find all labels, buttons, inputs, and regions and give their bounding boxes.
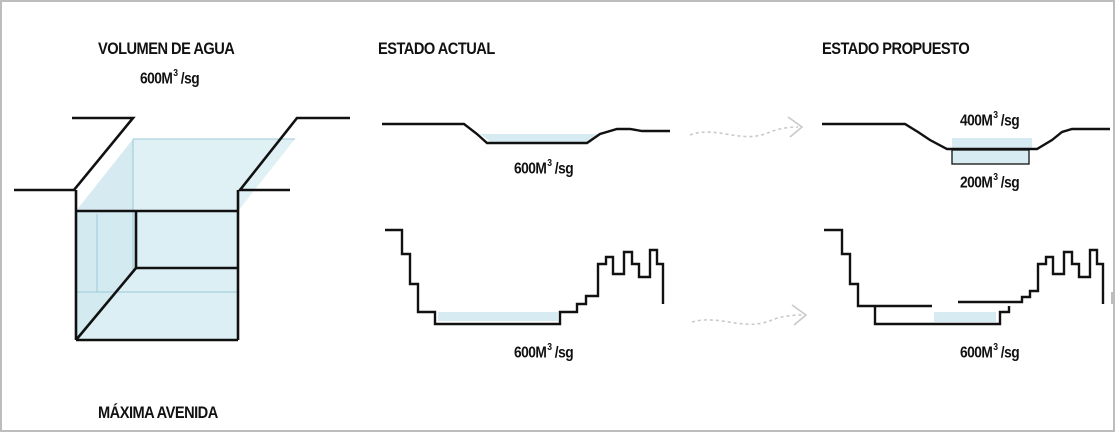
- current-bottom-flow-label: 600M3 /sg: [514, 342, 574, 362]
- volume-flow-label: 600M3 /sg: [140, 68, 200, 88]
- proposed-state-title: ESTADO PROPUESTO: [822, 39, 970, 58]
- proposed-top-profile: [822, 122, 1110, 151]
- proposed-bottom-profile-right: [958, 248, 1105, 304]
- proposed-top-water: [952, 138, 1032, 149]
- proposed-bottom-profile-left: [824, 228, 932, 308]
- current-state-title: ESTADO ACTUAL: [378, 39, 495, 58]
- proposed-bottom-section: [824, 228, 1105, 326]
- arrow-top-head: [787, 116, 804, 138]
- volume-title: VOLUMEN DE AGUA: [98, 39, 235, 58]
- arrow-top: [689, 126, 799, 138]
- transition-arrows: [689, 116, 808, 326]
- current-top-section: [382, 122, 670, 145]
- max-flood-title: MÁXIMA AVENIDA: [98, 403, 218, 422]
- proposed-bottom-flow-label: 600M3 /sg: [960, 342, 1020, 362]
- current-bottom-section: [385, 228, 665, 326]
- current-bottom-profile: [385, 228, 665, 326]
- arrow-bottom-head: [791, 304, 808, 326]
- proposed-bottom-lower-channel: [873, 306, 1011, 326]
- current-top-water: [480, 134, 600, 143]
- volume-box: [14, 116, 350, 342]
- arrow-bottom: [691, 314, 803, 326]
- current-top-profile: [382, 122, 670, 145]
- volume-side-water: [76, 139, 133, 340]
- current-top-flow-label: 600M3 /sg: [514, 158, 574, 178]
- proposed-top-section: [822, 122, 1110, 165]
- proposed-upper-flow-label: 400M3 /sg: [960, 110, 1020, 130]
- current-bottom-water: [438, 312, 558, 321]
- proposed-lower-conduit: [951, 149, 1030, 165]
- volume-outline: [14, 116, 350, 342]
- proposed-lower-flow-label: 200M3 /sg: [960, 172, 1020, 192]
- proposed-bottom-water: [934, 312, 996, 322]
